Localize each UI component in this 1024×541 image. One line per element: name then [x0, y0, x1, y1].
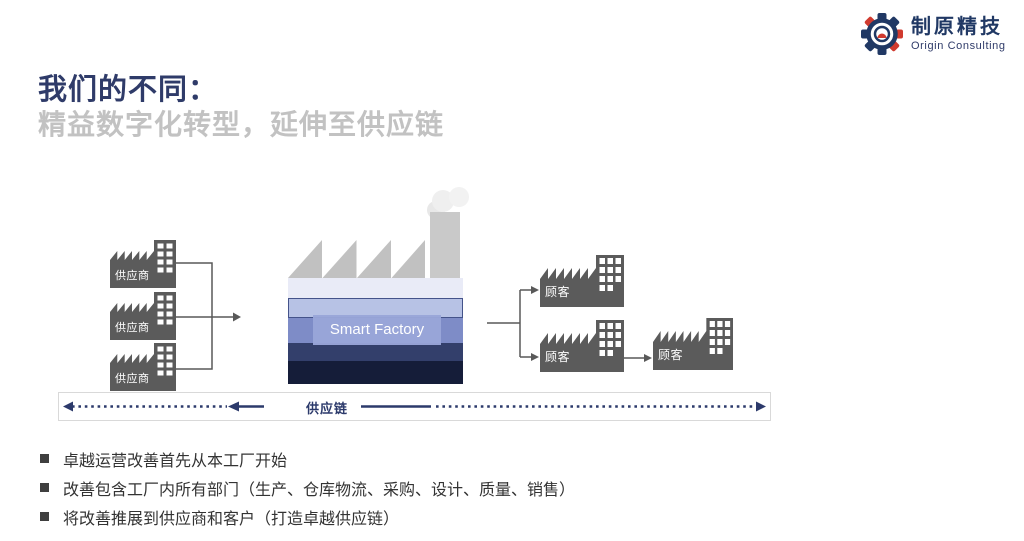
customer-label: 顾客: [545, 350, 571, 364]
supplier-factory-2: 供应商: [110, 292, 176, 340]
customer-factory-1: 顾客: [540, 255, 624, 307]
smart-factory-label: Smart Factory: [313, 315, 441, 345]
factory-layer-5: [288, 361, 463, 384]
square-bullet-icon: [40, 483, 49, 492]
smart-factory: Smart Factory: [288, 187, 469, 384]
supply-chain-arrows: [63, 401, 766, 412]
bullet-text: 卓越运营改善首先从本工厂开始: [63, 452, 288, 470]
brand-name: 制原精技: [911, 16, 1003, 38]
supplier-factory-1: 供应商: [110, 240, 176, 288]
bullet-item: 改善包含工厂内所有部门（生产、仓库物流、采购、设计、质量、销售）: [40, 473, 575, 502]
factory-layer-1: [288, 278, 463, 298]
factory-icon: [540, 255, 624, 307]
bullet-item: 将改善推展到供应商和客户（打造卓越供应链）: [40, 502, 575, 531]
factory-layer-4: [288, 343, 463, 361]
supplier-label: 供应商: [115, 270, 150, 282]
factory-icon: [110, 343, 176, 391]
factory-icon: [110, 240, 176, 288]
logo-text: 制原精技 Origin Consulting: [911, 16, 1006, 52]
customer-factory-2: 顾客: [540, 320, 624, 372]
page-title: 我们的不同：: [38, 74, 219, 106]
bullet-text: 改善包含工厂内所有部门（生产、仓库物流、采购、设计、质量、销售）: [63, 481, 576, 499]
supplier-factory-3: 供应商: [110, 343, 176, 391]
bullet-list: 卓越运营改善首先从本工厂开始 改善包含工厂内所有部门（生产、仓库物流、采购、设计…: [40, 444, 575, 531]
factory-icon: [540, 320, 624, 372]
supply-chain-bar: 供应链: [58, 392, 771, 421]
page-subtitle: 精益数字化转型，延伸至供应链: [38, 109, 445, 140]
bullet-text: 将改善推展到供应商和客户（打造卓越供应链）: [63, 510, 400, 528]
square-bullet-icon: [40, 454, 49, 463]
factory-roof-icon: [288, 187, 469, 278]
bullet-item: 卓越运营改善首先从本工厂开始: [40, 444, 575, 473]
company-logo: 制原精技 Origin Consulting: [860, 12, 1006, 56]
supply-chain-label: 供应链: [305, 401, 348, 416]
factory-icon: [653, 318, 733, 370]
factory-icon: [110, 292, 176, 340]
gear-logo-icon: [861, 13, 903, 55]
square-bullet-icon: [40, 512, 49, 521]
customer-factory-3: 顾客: [653, 318, 733, 370]
supplier-label: 供应商: [115, 322, 150, 334]
customer-label: 顾客: [658, 348, 684, 362]
brand-tagline: Origin Consulting: [911, 40, 1006, 52]
customer-label: 顾客: [545, 285, 571, 299]
supplier-label: 供应商: [115, 373, 150, 385]
